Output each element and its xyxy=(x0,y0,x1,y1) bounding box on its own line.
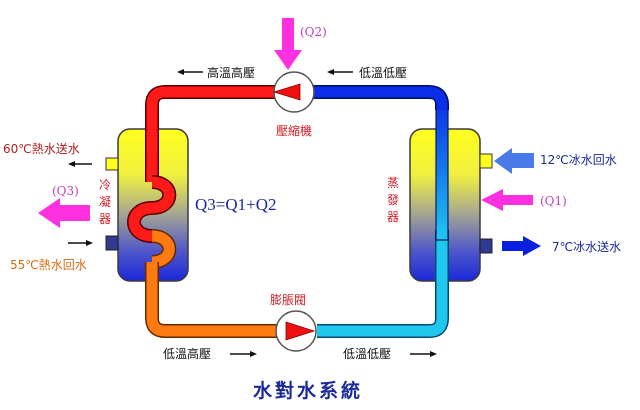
compressor-label: 壓縮機 xyxy=(276,123,312,138)
evaporator-label-3: 器 xyxy=(387,210,399,224)
q1-heat-arrow xyxy=(481,189,533,211)
bottom-left-state-label: 低溫高壓 xyxy=(163,346,211,361)
hot-supply-label: 60℃熱水送水 xyxy=(3,141,80,156)
condenser-label-3: 器 xyxy=(99,212,111,226)
diagram-title: 水對水系統 xyxy=(253,379,363,402)
q2-heat-arrow xyxy=(274,18,302,70)
chilled-return-label: 12℃冰水回水 xyxy=(540,153,617,167)
cold-gas-pipe xyxy=(313,85,449,112)
condenser-hot-inlet-port xyxy=(105,235,119,251)
compressor-triangle-icon xyxy=(272,83,301,101)
evaporator-pipe xyxy=(435,99,449,241)
q2-label: (Q2) xyxy=(300,25,327,39)
q3-label: (Q3) xyxy=(52,184,79,198)
hot-return-label: 55℃熱水回水 xyxy=(10,258,87,272)
chilled-supply-arrow xyxy=(502,236,541,256)
q1-label: (Q1) xyxy=(540,194,567,208)
evaporator-chilled-inlet-port xyxy=(479,153,493,169)
evaporator-chilled-outlet-port xyxy=(479,238,493,254)
condenser-label-2: 凝 xyxy=(99,194,111,209)
direction-arrows xyxy=(68,69,437,357)
condenser-hot-outlet-port xyxy=(105,157,119,171)
q3-heat-arrow xyxy=(38,198,90,228)
top-right-state-label: 低溫低壓 xyxy=(359,66,407,80)
cold-liquid-pipe xyxy=(317,230,449,338)
expansion-valve-triangle-icon xyxy=(285,321,316,341)
chilled-return-arrow xyxy=(494,148,534,174)
chilled-supply-label: 7℃冰水送水 xyxy=(552,239,621,254)
condenser-label-1: 冷 xyxy=(99,178,111,192)
formula: Q3=Q1+Q2 xyxy=(195,195,277,214)
compressor xyxy=(272,71,315,113)
hot-gas-pipe xyxy=(127,85,275,243)
warm-liquid-pipe xyxy=(145,229,277,338)
top-left-state-label: 高溫高壓 xyxy=(207,65,255,80)
evaporator-label-1: 蒸 xyxy=(387,176,399,190)
evaporator-label-2: 發 xyxy=(387,192,399,207)
expansion-valve-label: 膨脹閥 xyxy=(270,293,306,307)
bottom-right-state-label: 低溫低壓 xyxy=(343,347,391,361)
expansion-valve xyxy=(275,310,317,352)
